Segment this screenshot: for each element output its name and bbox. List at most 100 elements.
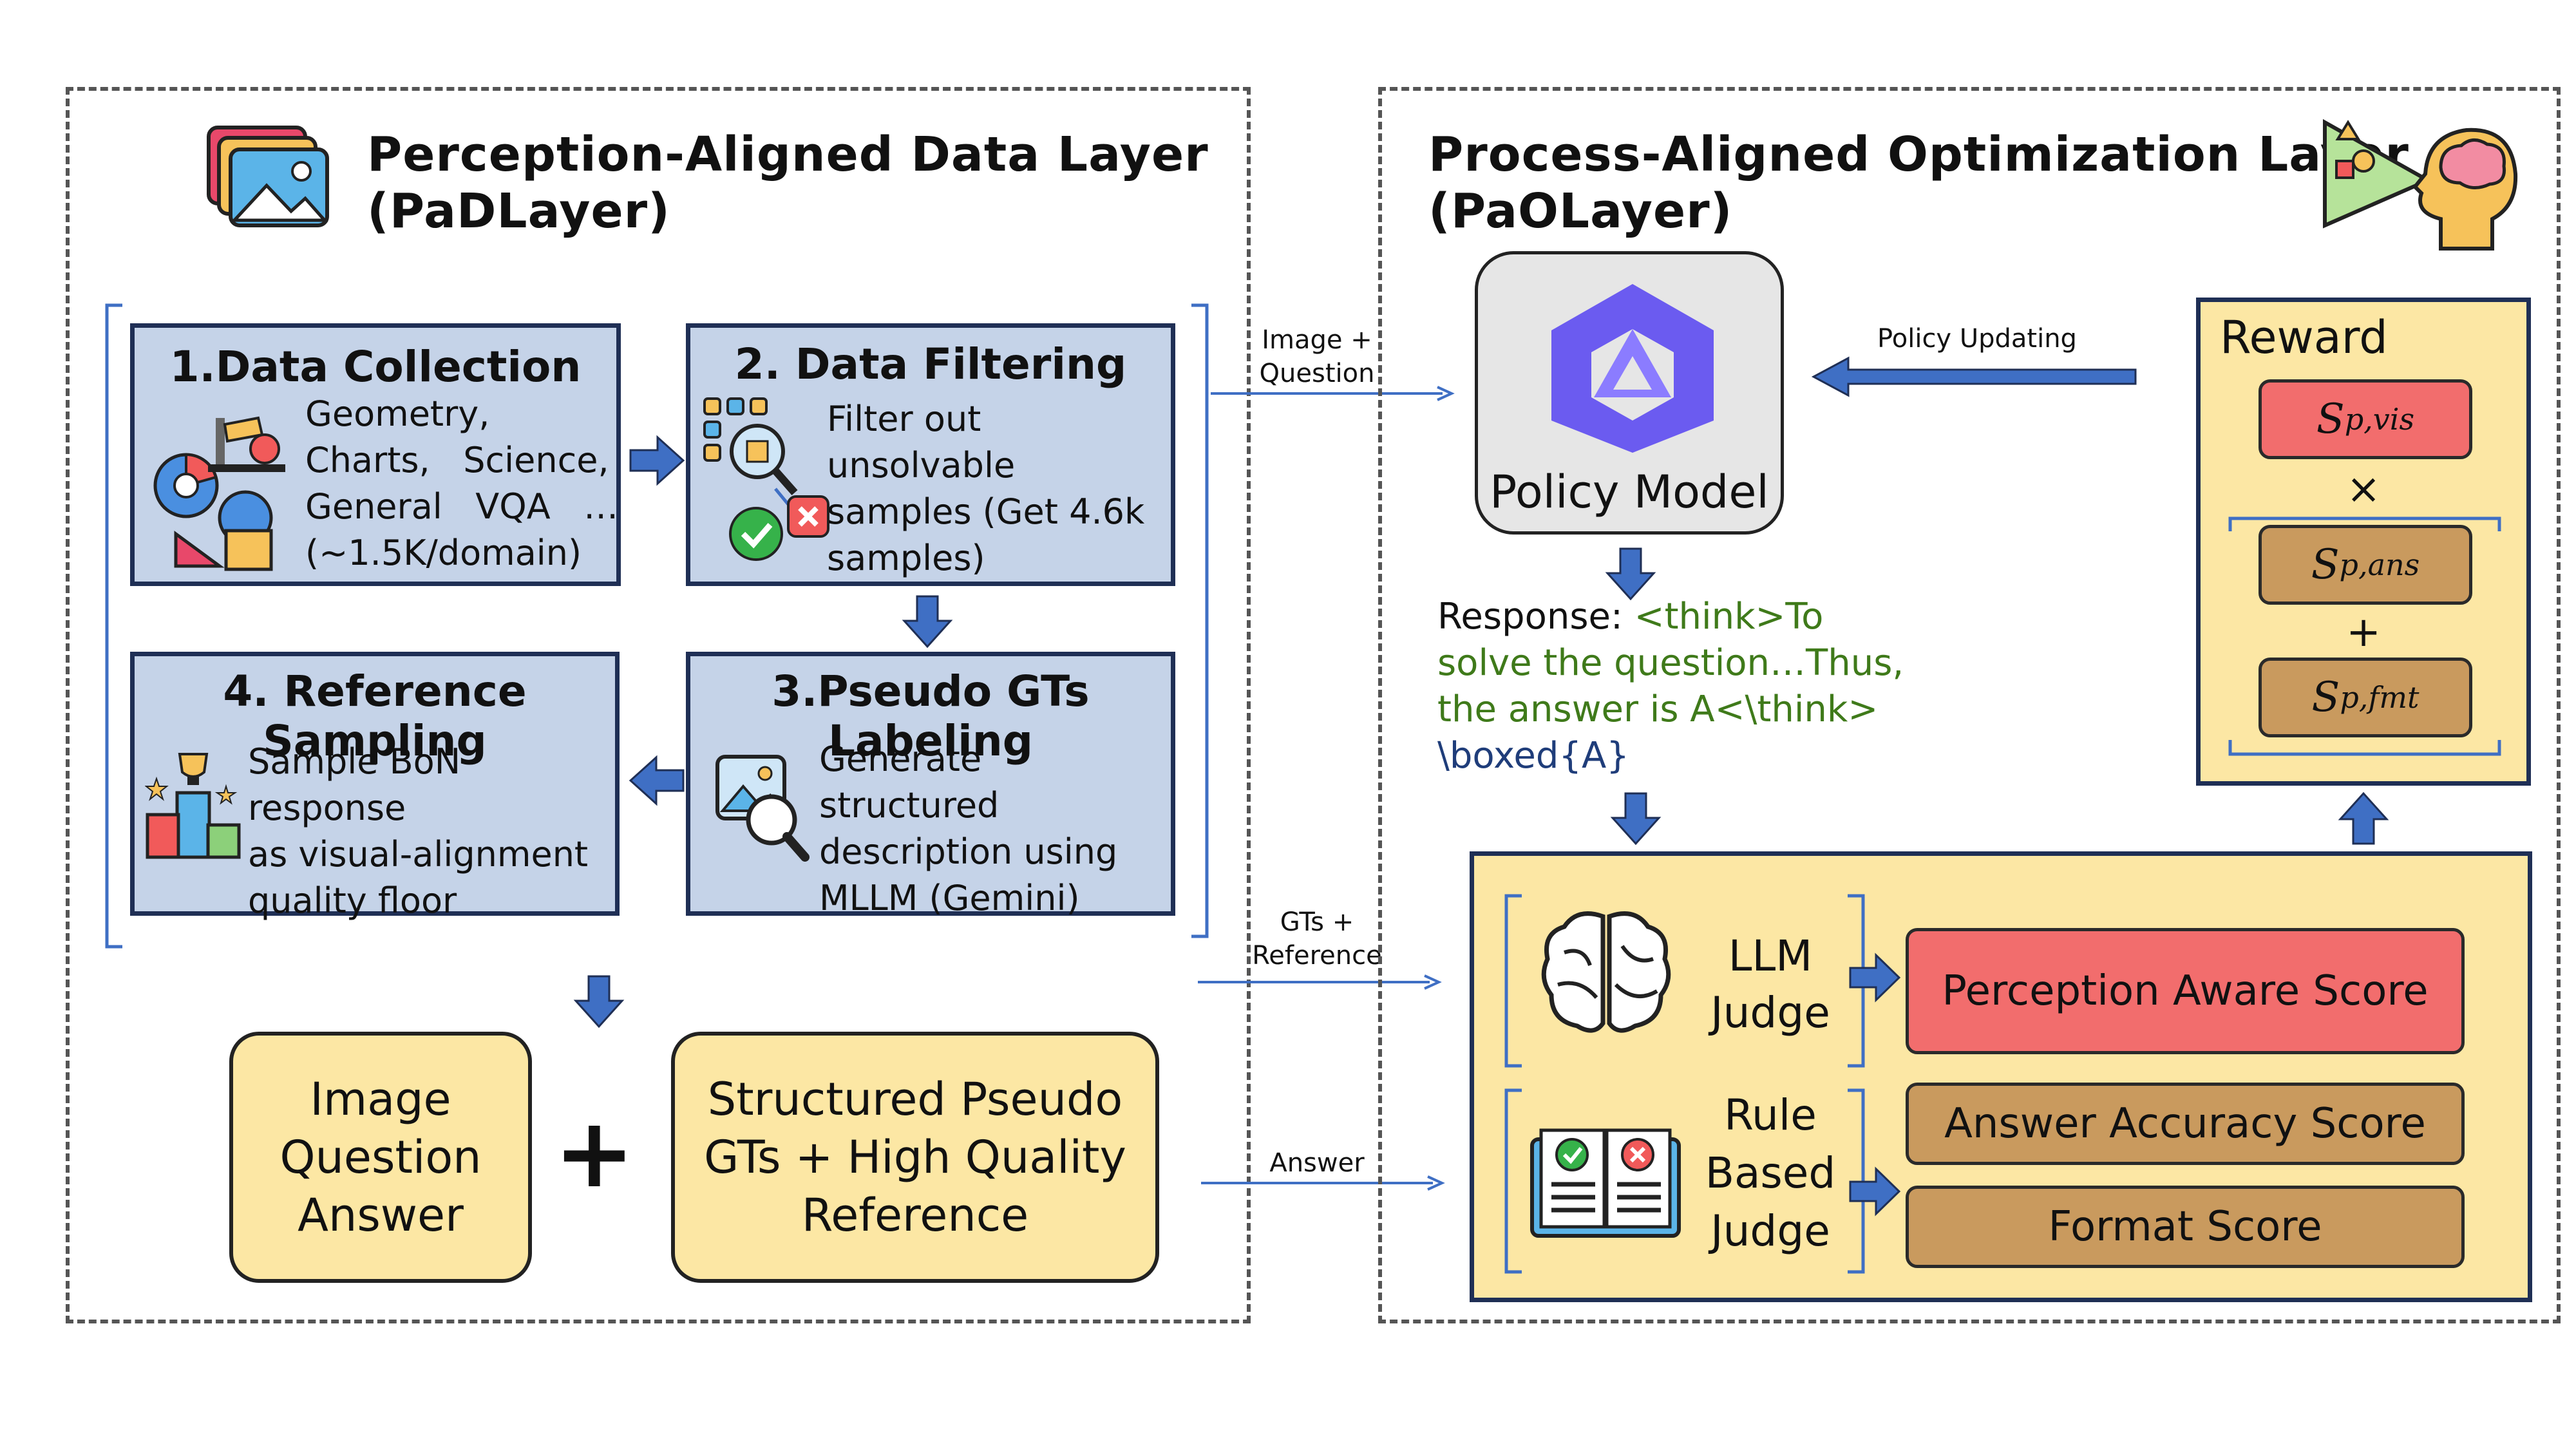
- vis-sub: p,vis: [2344, 402, 2415, 437]
- connector-arrow: [1201, 1175, 1445, 1191]
- image-search-icon: [715, 755, 810, 862]
- step1-title: 1.Data Collection: [169, 342, 582, 392]
- rule-judge-line3: Judge: [1710, 1206, 1830, 1256]
- paolayer-title-line1: Process-Aligned Optimization Layer: [1428, 127, 2409, 182]
- step3-title: 3.Pseudo GTs Labeling: [772, 667, 1090, 766]
- step2-description: Filter out unsolvable samples (Get 4.6k …: [827, 396, 1175, 582]
- step4-description: Sample BoN response as visual-alignment …: [248, 739, 621, 924]
- ans-base: S: [2311, 541, 2340, 589]
- policy-logo-icon: [1551, 284, 1714, 453]
- ans-sub: p,ans: [2339, 547, 2420, 582]
- pgt-line2: GTs + High Quality: [704, 1131, 1126, 1184]
- step3-line1: Generate structured: [819, 739, 999, 826]
- gts-reference-line2: Reference: [1252, 941, 1382, 971]
- podium-trophy-icon: [145, 753, 241, 859]
- response-label: Response:: [1437, 596, 1623, 638]
- answer-label: Answer: [1269, 1148, 1365, 1178]
- connector-arrow: [1211, 386, 1455, 401]
- arrow-right-icon: [629, 435, 685, 486]
- step1-line4: (~1.5K/domain): [305, 533, 582, 573]
- pseudo-gt-reference-box: Structured Pseudo GTs + High Quality Ref…: [671, 1032, 1159, 1283]
- arrow-down-icon: [1610, 792, 1662, 846]
- images-icon: [207, 126, 329, 227]
- step2-line2: samples (Get 4.6k: [827, 491, 1145, 532]
- step4-title: 4. Reference Sampling: [223, 667, 527, 766]
- response-text: Response: <think>To solve the question…T…: [1437, 594, 1914, 779]
- gts-reference-line1: GTs +: [1280, 907, 1354, 937]
- step-pseudo-gt-labeling: 3.Pseudo GTs Labeling Generate structure…: [686, 652, 1175, 918]
- policy-updating-label: Policy Updating: [1877, 324, 2077, 354]
- arrow-down-icon: [1605, 547, 1656, 601]
- step1-description: Geometry, Charts, Science, General VQA ……: [305, 391, 619, 576]
- image-question-answer-box: Image Question Answer: [229, 1032, 532, 1283]
- judges-box: LLM Judge Rule Based Judge Perception Aw…: [1470, 851, 2532, 1302]
- rule-judge-line1: Rule: [1724, 1090, 1817, 1140]
- arrow-up-icon: [2338, 791, 2389, 845]
- policy-updating-arrow: [1811, 356, 2137, 397]
- perception-aware-score: Perception Aware Score: [1906, 928, 2465, 1054]
- policy-model-box: Policy Model: [1475, 251, 1784, 535]
- plus-sign: +: [554, 1097, 635, 1209]
- step4-line1: Sample BoN response: [248, 741, 461, 828]
- llm-judge-label: LLM Judge: [1693, 928, 1848, 1041]
- step1-line3: General VQA …: [305, 486, 619, 527]
- rulebook-icon: [1530, 1128, 1681, 1238]
- response-line3: the answer is A<\think>: [1437, 688, 1879, 730]
- reward-title: Reward: [2220, 311, 2388, 364]
- reward-plus-sign: +: [2346, 609, 2381, 656]
- image-question-line1: Image +: [1262, 325, 1372, 355]
- paolayer-title-line2: (PaOLayer): [1428, 184, 1733, 239]
- image-question-line2: Question: [1259, 359, 1375, 388]
- step-data-filtering: 2. Data Filtering Filter out unsolvable …: [686, 323, 1175, 586]
- paolayer-title: Process-Aligned Optimization Layer (PaOL…: [1428, 126, 2409, 240]
- image-question-label: Image + Question: [1240, 323, 1394, 390]
- reward-bracket: [2228, 516, 2501, 756]
- science-domains-icon: [153, 416, 285, 571]
- arrow-right-icon: [1849, 952, 1901, 1003]
- arrow-right-icon: [1849, 1166, 1901, 1217]
- arrow-down-icon: [573, 975, 625, 1028]
- step3-line3: MLLM (Gemini): [819, 878, 1080, 918]
- iqa-line3: Answer: [298, 1189, 464, 1242]
- rule-judge-line2: Based: [1705, 1148, 1836, 1198]
- step3-line2: description using: [819, 831, 1118, 872]
- padlayer-title-line1: Perception-Aligned Data Layer: [367, 127, 1209, 182]
- step3-description: Generate structured description using ML…: [819, 736, 1167, 922]
- step-reference-sampling: 4. Reference Sampling Sample BoN respons…: [130, 652, 620, 921]
- answer-accuracy-score: Answer Accuracy Score: [1906, 1083, 2465, 1165]
- pgt-line1: Structured Pseudo: [707, 1073, 1123, 1126]
- step1-line2: Charts, Science,: [305, 440, 609, 480]
- arrow-down-icon: [902, 595, 953, 649]
- times-sign: ×: [2346, 466, 2381, 513]
- step1-line1: Geometry,: [305, 393, 490, 434]
- step4-line2: as visual-alignment: [248, 834, 589, 875]
- response-line2: solve the question…Thus,: [1437, 642, 1904, 684]
- brain-icon: [1541, 911, 1671, 1033]
- vis-base: S: [2316, 395, 2345, 443]
- llm-judge-line2: Judge: [1710, 988, 1830, 1037]
- padlayer-title-line2: (PaDLayer): [367, 184, 670, 239]
- pgt-line3: Reference: [801, 1189, 1029, 1242]
- head-perception-icon: [2323, 118, 2518, 251]
- step4-line3: quality floor: [248, 880, 457, 921]
- connector-arrow: [1198, 974, 1442, 990]
- steps-bracket: [105, 303, 1209, 949]
- padlayer-frame: [66, 87, 1251, 1323]
- fmt-sub: p,fmt: [2340, 680, 2420, 715]
- response-line1: <think>To: [1634, 596, 1824, 638]
- step-data-collection: 1.Data Collection Geometry, Charts, Scie…: [130, 323, 621, 586]
- arrow-left-icon: [629, 755, 685, 806]
- iqa-line1: Image: [310, 1073, 451, 1126]
- fmt-base: S: [2311, 674, 2340, 721]
- gts-reference-label: GTs + Reference: [1240, 905, 1394, 972]
- iqa-line2: Question: [279, 1131, 482, 1184]
- padlayer-title: Perception-Aligned Data Layer (PaDLayer): [367, 126, 1209, 240]
- filter-magnifier-icon: [703, 397, 829, 561]
- llm-judge-line1: LLM: [1728, 931, 1813, 981]
- step2-title: 2. Data Filtering: [734, 339, 1127, 389]
- format-score: Format Score: [1906, 1186, 2465, 1268]
